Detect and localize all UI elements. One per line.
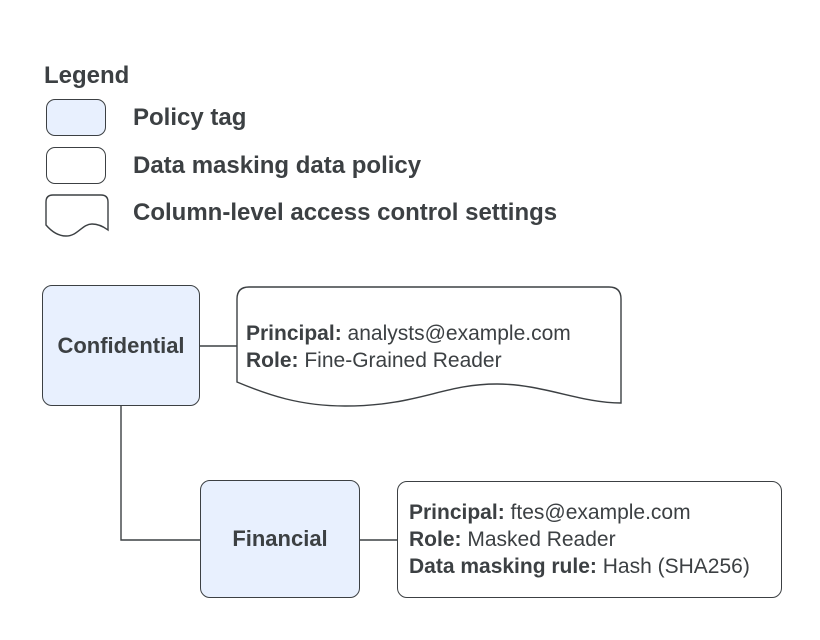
role-label: Role: (409, 528, 462, 551)
data-masking-policy-text: Principal: ftes@example.com Role: Masked… (409, 499, 750, 580)
legend-item-policy-tag: Policy tag (133, 104, 247, 131)
legend-item-data-masking: Data masking data policy (133, 152, 422, 179)
role-value: Fine-Grained Reader (304, 349, 502, 372)
legend-policy-tag-swatch (46, 99, 106, 136)
legend-column-access-swatch (45, 194, 109, 237)
role-value: Masked Reader (467, 528, 616, 551)
principal-label: Principal: (409, 501, 505, 524)
role-label: Role: (246, 349, 299, 372)
financial-node-label: Financial (232, 526, 328, 551)
connector-confidential-to-financial (120, 406, 200, 541)
confidential-node-label: Confidential (57, 332, 185, 358)
policy-tag-node-financial: Financial (200, 480, 360, 598)
masking-rule-value: Hash (SHA256) (602, 555, 750, 578)
data-masking-role-line: Role: Masked Reader (409, 526, 750, 553)
column-access-principal-line: Principal: analysts@example.com (246, 320, 571, 347)
column-access-role-line: Role: Fine-Grained Reader (246, 347, 571, 374)
principal-label: Principal: (246, 322, 342, 345)
legend-title: Legend (44, 62, 130, 89)
data-masking-policy-box (397, 481, 782, 598)
principal-value: ftes@example.com (510, 501, 691, 524)
policy-tag-node-confidential: Confidential (42, 285, 200, 406)
data-masking-rule-line: Data masking rule: Hash (SHA256) (409, 553, 750, 580)
column-access-settings-text: Principal: analysts@example.com Role: Fi… (246, 320, 571, 374)
principal-value: analysts@example.com (347, 322, 571, 345)
masking-rule-label: Data masking rule: (409, 555, 597, 578)
legend-item-column-access: Column-level access control settings (133, 199, 558, 226)
legend-data-masking-swatch (46, 147, 106, 184)
data-masking-principal-line: Principal: ftes@example.com (409, 499, 750, 526)
